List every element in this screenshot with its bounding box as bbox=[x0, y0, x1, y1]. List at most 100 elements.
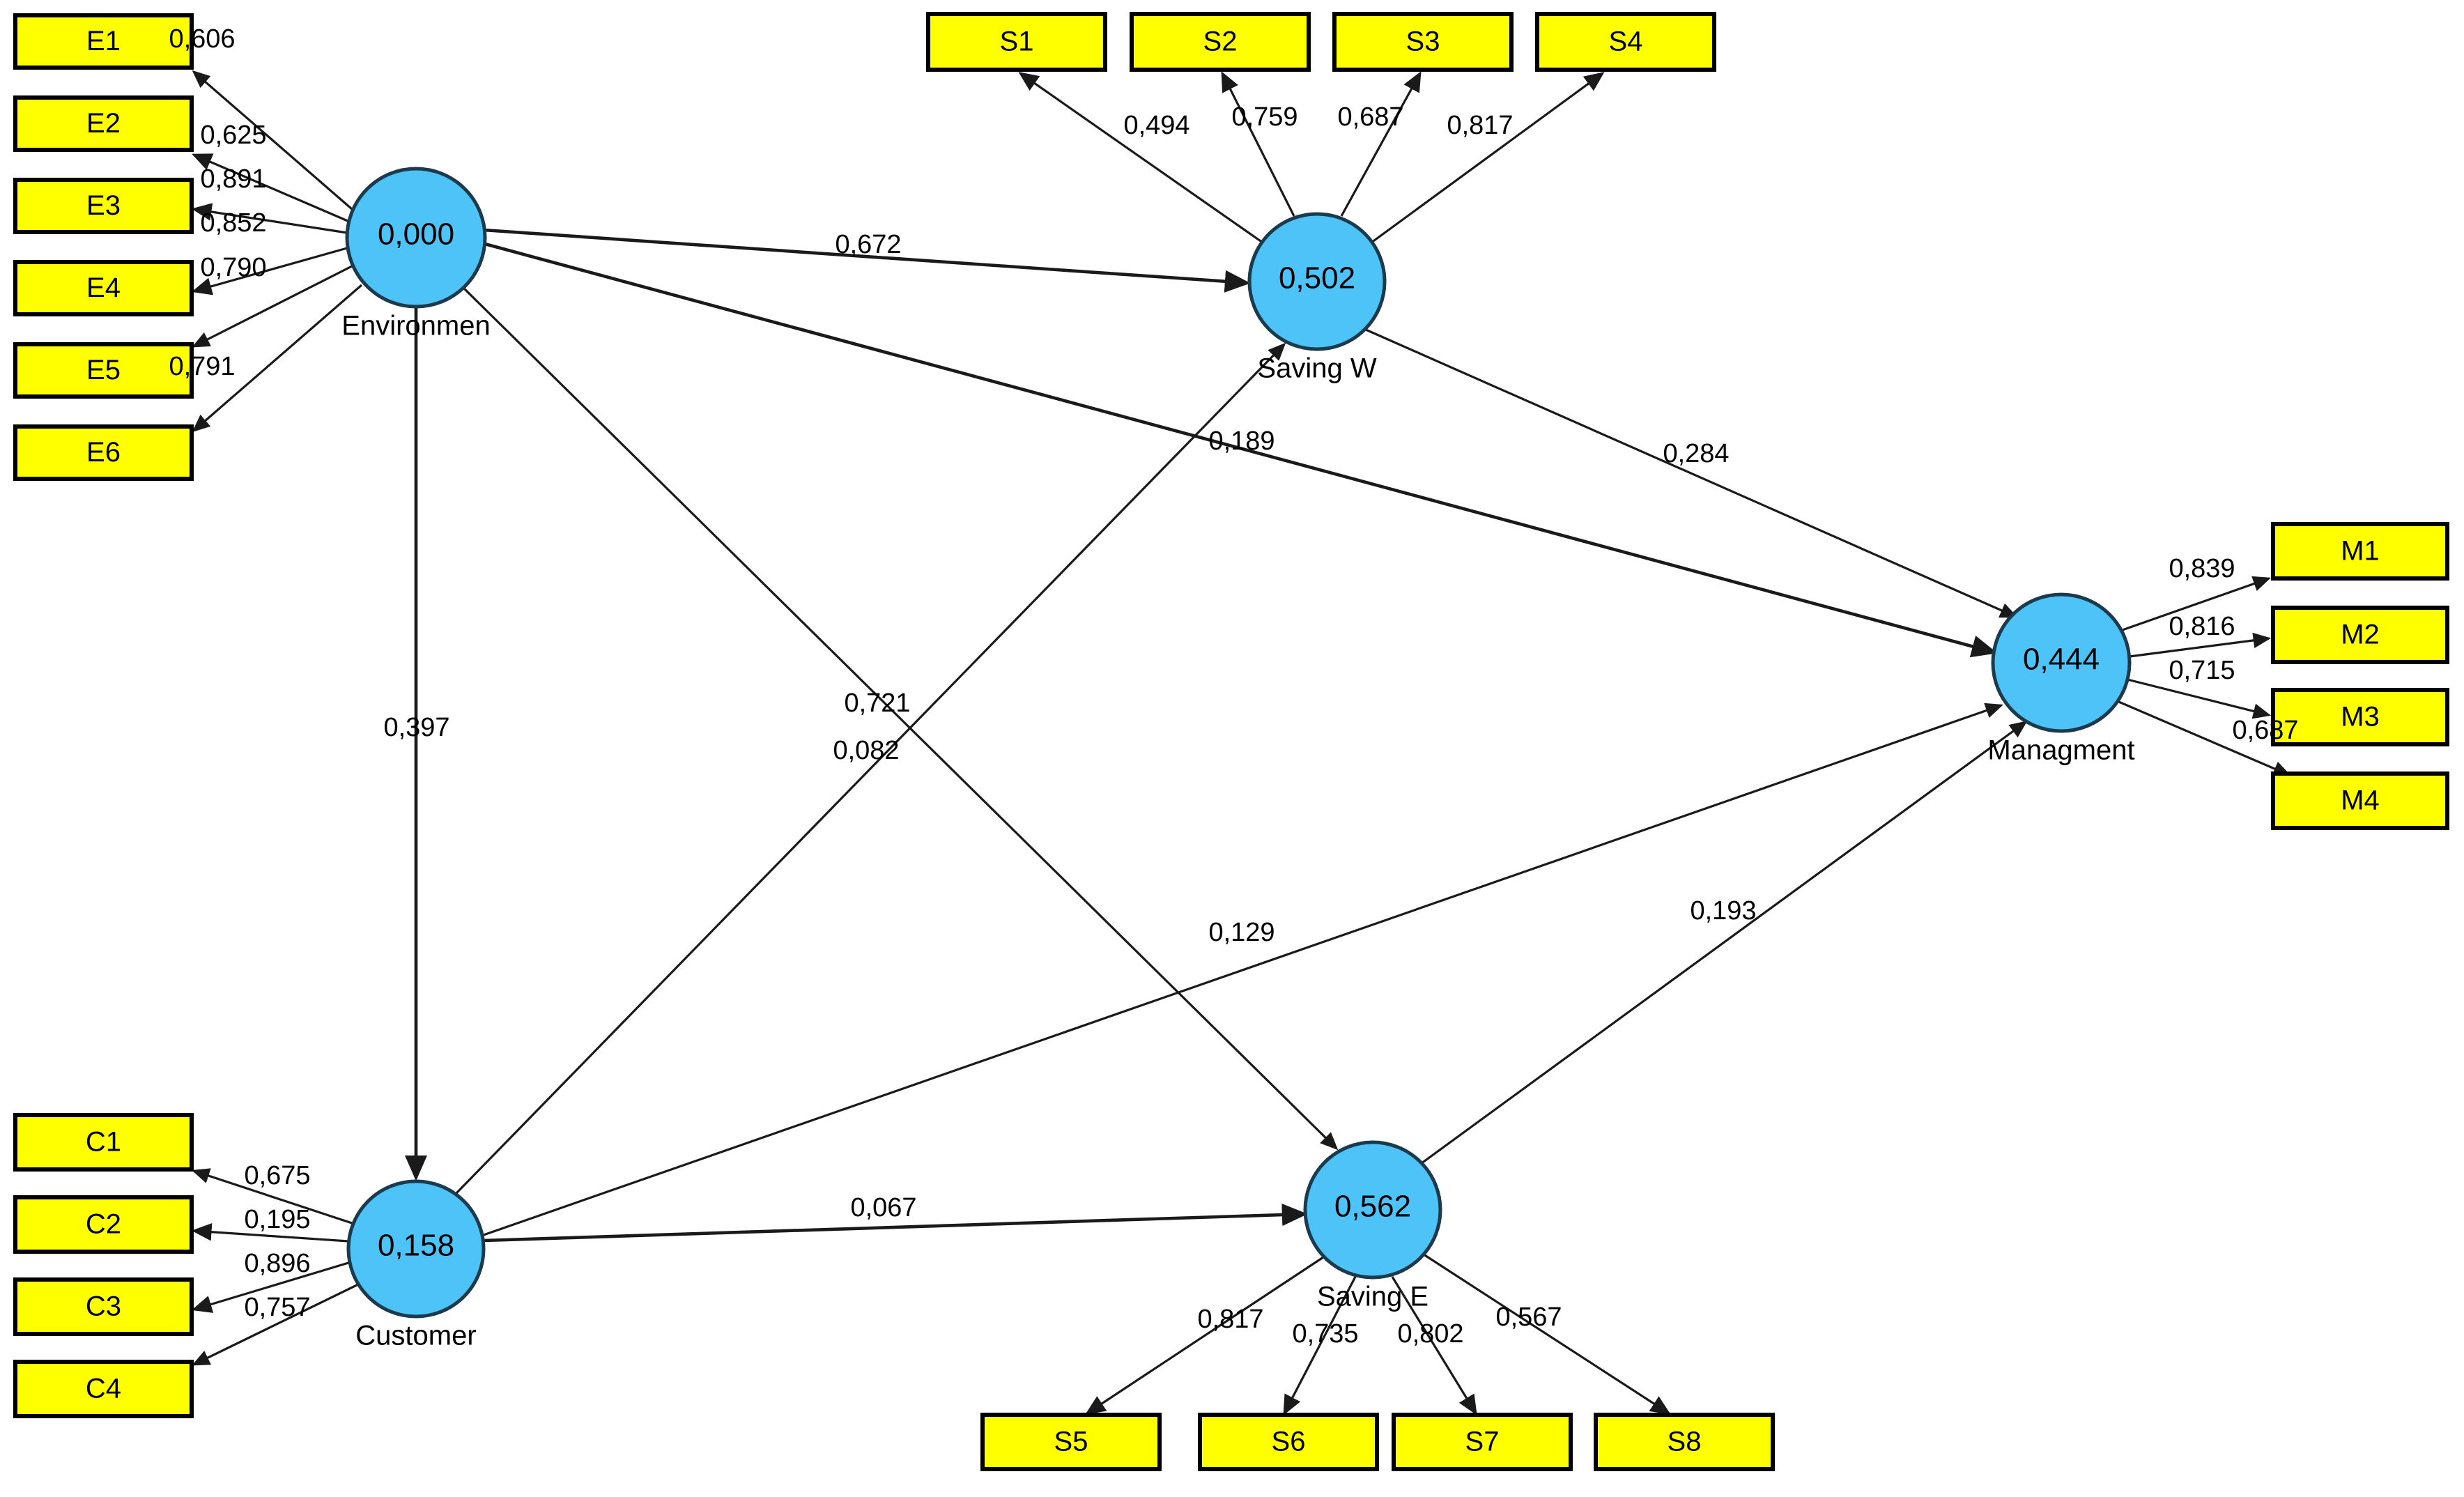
outer-loading-saving_e-s6: 0,735 bbox=[1292, 1319, 1358, 1349]
indicator-e1[interactable]: E1 bbox=[13, 13, 194, 70]
indicator-s8[interactable]: S8 bbox=[1594, 1413, 1775, 1471]
edge-customer-savinge bbox=[483, 1203, 1308, 1243]
path-coefficient-environmen-to-saving_w: 0,672 bbox=[835, 230, 901, 259]
indicator-box[interactable] bbox=[1130, 12, 1311, 72]
edge-savingw-S3 bbox=[1340, 71, 1422, 217]
construct-r-squared-value: 0,000 bbox=[378, 217, 454, 252]
indicator-box[interactable] bbox=[2271, 522, 2449, 581]
outer-loading-saving_e-s8: 0,567 bbox=[1495, 1303, 1562, 1332]
indicator-c3[interactable]: C3 bbox=[13, 1277, 194, 1336]
indicator-label: C4 bbox=[86, 1374, 121, 1404]
indicator-box[interactable] bbox=[13, 1195, 194, 1254]
outer-loading-saving_e-s7: 0,802 bbox=[1397, 1319, 1463, 1349]
indicator-box[interactable] bbox=[13, 13, 194, 70]
indicator-label: E6 bbox=[86, 437, 121, 468]
outer-loading-customer-c3: 0,896 bbox=[244, 1249, 310, 1278]
indicator-e2[interactable]: E2 bbox=[13, 95, 194, 152]
indicator-label: M1 bbox=[2341, 536, 2380, 567]
indicator-e4[interactable]: E4 bbox=[13, 260, 194, 316]
indicator-label: M2 bbox=[2341, 620, 2380, 650]
path-coefficient-saving_e-to-managment: 0,193 bbox=[1690, 896, 1756, 926]
construct-circle[interactable] bbox=[1991, 592, 2132, 733]
construct-circle[interactable] bbox=[1303, 1140, 1442, 1280]
indicator-box[interactable] bbox=[13, 178, 194, 234]
indicator-label: S7 bbox=[1465, 1427, 1500, 1457]
edge-savingw-S2 bbox=[1221, 71, 1295, 217]
indicator-m3[interactable]: M3 bbox=[2271, 688, 2449, 746]
indicator-box[interactable] bbox=[13, 95, 194, 152]
indicator-label: S6 bbox=[1272, 1427, 1306, 1457]
indicator-label: C2 bbox=[86, 1209, 121, 1240]
path-coefficient-labels-layer: 0,6720,1890,3970,7210,2840,0820,1290,067… bbox=[383, 230, 1756, 1222]
indicator-box[interactable] bbox=[13, 342, 194, 399]
indicator-s4[interactable]: S4 bbox=[1535, 12, 1716, 72]
indicator-label: C1 bbox=[86, 1127, 121, 1158]
outer-loading-customer-c2: 0,195 bbox=[244, 1205, 310, 1234]
edge-savinge-S6 bbox=[1283, 1276, 1357, 1415]
outer-loading-managment-m4: 0,687 bbox=[2232, 716, 2298, 745]
indicator-box[interactable] bbox=[980, 1413, 1162, 1471]
indicator-box[interactable] bbox=[1535, 12, 1716, 72]
construct-name-label: Saving W bbox=[1257, 353, 1376, 384]
indicator-box[interactable] bbox=[926, 12, 1107, 72]
construct-circle[interactable] bbox=[345, 167, 487, 309]
indicator-box[interactable] bbox=[13, 1277, 194, 1336]
indicator-box[interactable] bbox=[1594, 1413, 1775, 1471]
edge-savinge-S7 bbox=[1391, 1276, 1477, 1415]
edges-outer-savingw bbox=[1018, 71, 1605, 244]
construct-circle[interactable] bbox=[346, 1179, 486, 1319]
outer-loading-saving_w-s1: 0,494 bbox=[1123, 111, 1189, 140]
edges-outer-savinge bbox=[1085, 1252, 1671, 1415]
edge-environmen-savingw bbox=[483, 228, 1251, 293]
indicator-m2[interactable]: M2 bbox=[2271, 606, 2449, 664]
indicator-box[interactable] bbox=[13, 1113, 194, 1172]
indicator-box[interactable] bbox=[1198, 1413, 1379, 1471]
indicator-c4[interactable]: C4 bbox=[13, 1360, 194, 1418]
indicator-s2[interactable]: S2 bbox=[1130, 12, 1311, 72]
path-coefficient-saving_w-to-managment: 0,284 bbox=[1663, 439, 1729, 468]
construct-r-squared-value: 0,562 bbox=[1334, 1190, 1411, 1224]
edges-outer-managment bbox=[2115, 576, 2291, 776]
edge-savingw-S1 bbox=[1018, 72, 1263, 244]
indicator-label: M4 bbox=[2341, 785, 2380, 816]
path-coefficient-environmen-to-customer: 0,397 bbox=[383, 713, 449, 742]
indicator-m4[interactable]: M4 bbox=[2271, 771, 2449, 830]
construct-circle[interactable] bbox=[1247, 212, 1387, 351]
indicator-s7[interactable]: S7 bbox=[1392, 1413, 1573, 1471]
indicator-box[interactable] bbox=[1332, 12, 1514, 72]
indicator-e6[interactable]: E6 bbox=[13, 424, 194, 481]
indicator-s3[interactable]: S3 bbox=[1332, 12, 1514, 72]
indicator-s5[interactable]: S5 bbox=[980, 1413, 1162, 1471]
edge-managment-M1 bbox=[2120, 576, 2272, 632]
edge-customer-managment bbox=[483, 703, 2004, 1236]
indicator-box[interactable] bbox=[2271, 771, 2449, 830]
indicator-s6[interactable]: S6 bbox=[1198, 1413, 1379, 1471]
construct-name-label: Customer bbox=[355, 1321, 476, 1351]
indicator-box[interactable] bbox=[13, 424, 194, 481]
edge-managment-M4 bbox=[2115, 699, 2291, 776]
indicator-box[interactable] bbox=[13, 260, 194, 316]
indicator-box[interactable] bbox=[2271, 606, 2449, 664]
edge-savingw-S4 bbox=[1371, 72, 1605, 244]
indicator-box[interactable] bbox=[13, 1360, 194, 1418]
indicator-e3[interactable]: E3 bbox=[13, 178, 194, 234]
indicator-c1[interactable]: C1 bbox=[13, 1113, 194, 1172]
indicator-label: E5 bbox=[86, 355, 121, 385]
indicator-box[interactable] bbox=[2271, 688, 2449, 746]
indicator-label: S8 bbox=[1668, 1427, 1702, 1457]
path-coefficient-customer-to-saving_w: 0,082 bbox=[833, 736, 899, 765]
indicator-s1[interactable]: S1 bbox=[926, 12, 1107, 72]
edge-savingw-managment bbox=[1365, 328, 2018, 618]
indicator-c2[interactable]: C2 bbox=[13, 1195, 194, 1254]
indicator-m1[interactable]: M1 bbox=[2271, 522, 2449, 581]
indicator-e5[interactable]: E5 bbox=[13, 342, 194, 399]
indicator-box[interactable] bbox=[1392, 1413, 1573, 1471]
indicator-label: S2 bbox=[1203, 26, 1238, 57]
